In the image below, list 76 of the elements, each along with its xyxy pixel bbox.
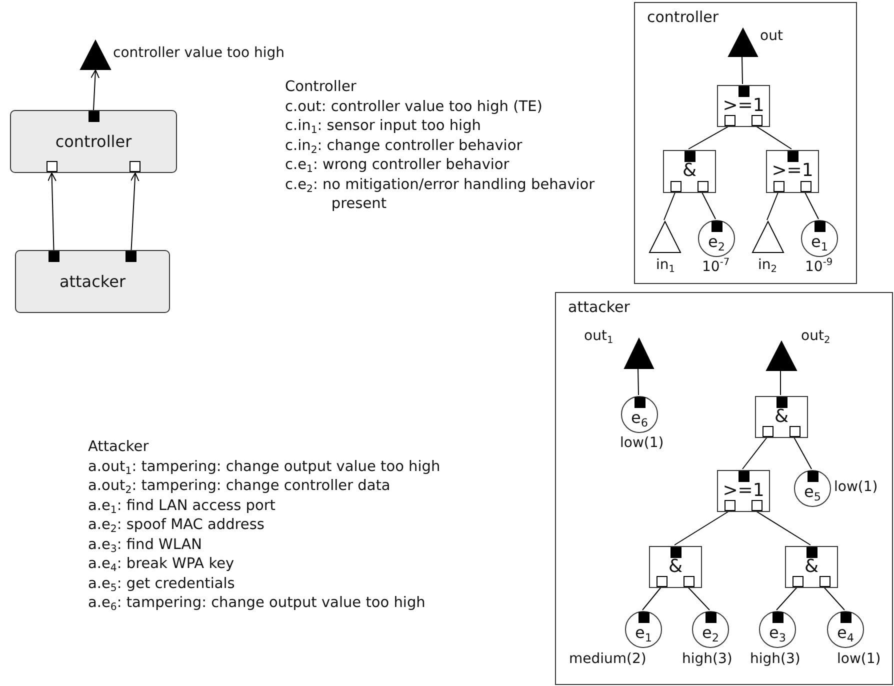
connector-line xyxy=(823,586,845,610)
description-text: a.e$_{1}$: find LAN access port xyxy=(88,496,276,516)
connector-line xyxy=(804,192,819,220)
logic-gate: >=1 xyxy=(717,470,770,512)
connector-line xyxy=(776,586,798,610)
description-text: a.e$_{4}$: break WPA key xyxy=(88,555,236,574)
description-text: a.out$_{1}$: tampering: change output value too high xyxy=(88,458,442,477)
logic-gate: >=1 xyxy=(766,150,819,193)
fault-tree-frame xyxy=(555,292,893,685)
event-circle: e$_{2}$ xyxy=(692,611,729,648)
node-annotation: in$_{1}$ xyxy=(656,257,675,274)
description-text: a.e$_{2}$: spoof MAC address xyxy=(88,516,266,536)
logic-gate: & xyxy=(785,546,838,588)
arrow xyxy=(130,172,140,250)
input-triangle xyxy=(752,221,784,253)
node-annotation: medium(2) xyxy=(569,651,646,668)
logic-gate: & xyxy=(755,396,808,438)
node-annotation: low(1) xyxy=(834,479,878,496)
input-triangle xyxy=(649,221,681,253)
node-annotation: in$_{2}$ xyxy=(758,257,777,274)
connector-line xyxy=(755,126,792,150)
description-text: c.e$_{1}$: wrong controller behavior xyxy=(285,156,510,176)
description-text: c.out: controller value too high (TE) xyxy=(285,98,544,116)
connector-line xyxy=(701,192,716,220)
description-text: Attacker xyxy=(88,438,150,457)
event-circle: e$_{2}$ xyxy=(698,220,735,257)
description-text: Controller xyxy=(285,78,358,97)
arrow xyxy=(47,172,56,250)
node-annotation: controller value too high xyxy=(113,45,285,62)
arrow xyxy=(90,70,100,110)
connector-line xyxy=(766,192,779,220)
connector-line xyxy=(642,586,662,610)
connector-line xyxy=(742,436,768,470)
tree-heading: controller xyxy=(647,8,719,26)
event-circle: e$_{1}$ xyxy=(801,220,838,257)
event-circle: e$_{4}$ xyxy=(827,611,864,648)
connector-line xyxy=(793,436,812,470)
event-circle: e$_{6}$ xyxy=(621,396,658,433)
event-circle: e$_{1}$ xyxy=(625,611,662,648)
description-text: c.e$_{2}$: no mitigation/error handling behavior present xyxy=(285,176,596,214)
output-triangle xyxy=(624,338,654,369)
component-box: attacker xyxy=(15,250,170,313)
connector-line xyxy=(674,510,730,546)
output-triangle xyxy=(728,28,758,57)
connector-line xyxy=(687,586,710,610)
node-annotation: low(1) xyxy=(620,435,664,452)
tree-heading: attacker xyxy=(568,298,630,316)
description-text: a.e$_{6}$: tampering: change output value too high xyxy=(88,594,426,614)
node-annotation: out xyxy=(760,28,783,45)
node-annotation: low(1) xyxy=(837,651,881,668)
node-annotation: high(3) xyxy=(750,651,800,668)
event-circle: e$_{3}$ xyxy=(759,611,796,648)
connector-line xyxy=(688,126,730,150)
logic-gate: & xyxy=(663,150,716,193)
node-annotation: high(3) xyxy=(682,651,732,668)
connector-line xyxy=(755,510,811,546)
logic-gate: >=1 xyxy=(717,85,770,127)
description-text: a.e$_{3}$: find WLAN xyxy=(88,536,204,555)
node-annotation: 10$^{-7}$ xyxy=(702,259,730,276)
output-triangle xyxy=(80,40,111,70)
node-annotation: 10$^{-9}$ xyxy=(805,259,833,276)
node-annotation: out$_{1}$ xyxy=(584,328,614,345)
event-circle: e$_{5}$ xyxy=(794,470,831,507)
output-triangle xyxy=(766,341,797,371)
description-text: c.in$_{2}$: change controller behavior xyxy=(285,136,524,156)
fault-tree-frame xyxy=(634,2,857,284)
connector-line xyxy=(780,370,781,396)
component-box: controller xyxy=(10,110,177,173)
description-text: a.out$_{2}$: tampering: change controller data xyxy=(88,477,392,496)
connector-line xyxy=(664,192,676,220)
node-annotation: out$_{2}$ xyxy=(801,328,830,345)
logic-gate: & xyxy=(649,546,702,588)
description-text: c.in$_{1}$: sensor input too high xyxy=(285,117,482,136)
connector-line xyxy=(742,56,743,84)
description-text: a.e$_{5}$: get credentials xyxy=(88,574,236,594)
connector-line xyxy=(638,368,639,396)
